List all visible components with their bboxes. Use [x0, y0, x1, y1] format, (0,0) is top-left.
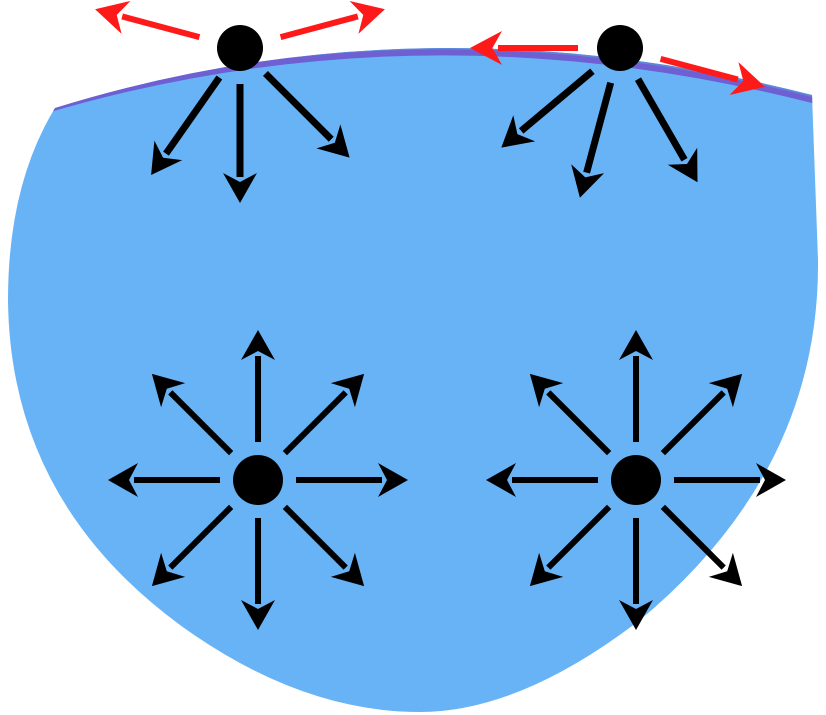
bulk-molecule-left-dot: [233, 455, 283, 505]
surface-molecule-left-tension-arrow-1-shaft: [281, 16, 358, 37]
surface-molecule-left-tension-arrow-0: [95, 1, 199, 37]
bulk-molecule-right-dot: [611, 455, 661, 505]
surface-molecule-left-tension-arrow-1: [281, 1, 385, 37]
surface-molecule-left-dot: [217, 25, 263, 71]
surface-molecule-right-dot: [597, 25, 643, 71]
surface-molecule-left-tension-arrow-0-shaft: [122, 16, 199, 37]
liquid-drop-body: [8, 48, 818, 712]
